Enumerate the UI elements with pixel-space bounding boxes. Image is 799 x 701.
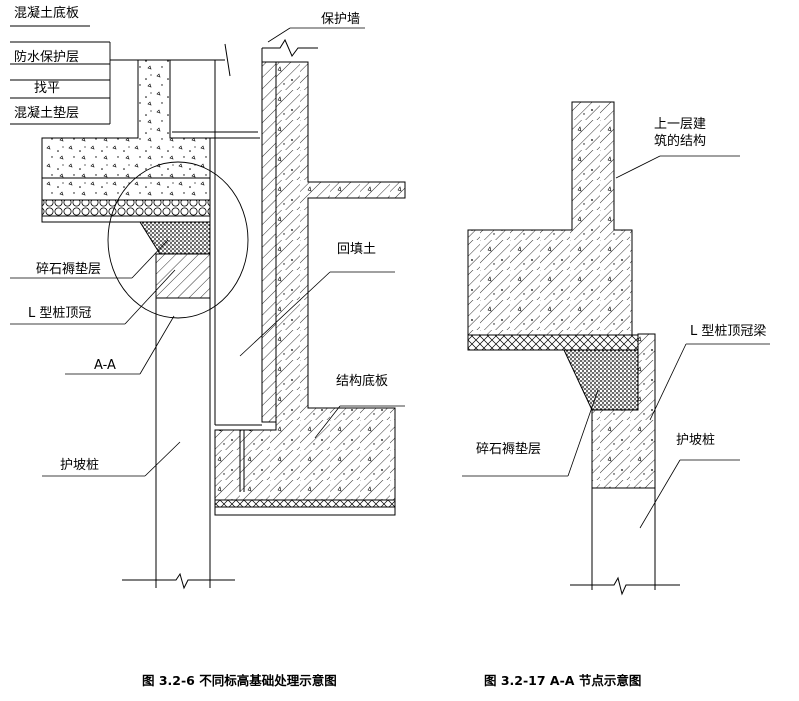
label-waterproof: 防水保护层 [14,50,80,65]
label-upper-building-line2: 筑的结构 [654,134,707,149]
label-slope-pile: 护坡桩 [60,458,100,473]
label-struct-floor: 结构底板 [336,374,389,389]
label-slope-pile-right: 护坡桩 [676,433,716,448]
label-concrete-floor: 混凝土底板 [14,6,80,21]
left-diagram [10,25,406,590]
label-l-pile-cap-beam: L 型桩顶冠梁 [690,324,767,339]
label-section-aa: A-A [94,358,116,373]
caption-right: 图 3.2-17 A-A 节点示意图 [484,673,642,688]
label-l-pile-cap: L 型桩顶冠 [28,306,92,321]
caption-left: 图 3.2-6 不同标高基础处理示意图 [142,673,337,688]
label-concrete-cushion: 混凝土垫层 [14,106,80,121]
label-backfill: 回填土 [337,242,377,257]
label-leveling: 找平 [34,81,61,96]
right-diagram [462,101,770,596]
label-protect-wall: 保护墙 [321,12,361,27]
label-gravel-cushion-right: 碎石褥垫层 [476,442,542,457]
label-gravel-cushion: 碎石褥垫层 [36,262,102,277]
label-upper-building-line1: 上一层建 [654,117,707,132]
